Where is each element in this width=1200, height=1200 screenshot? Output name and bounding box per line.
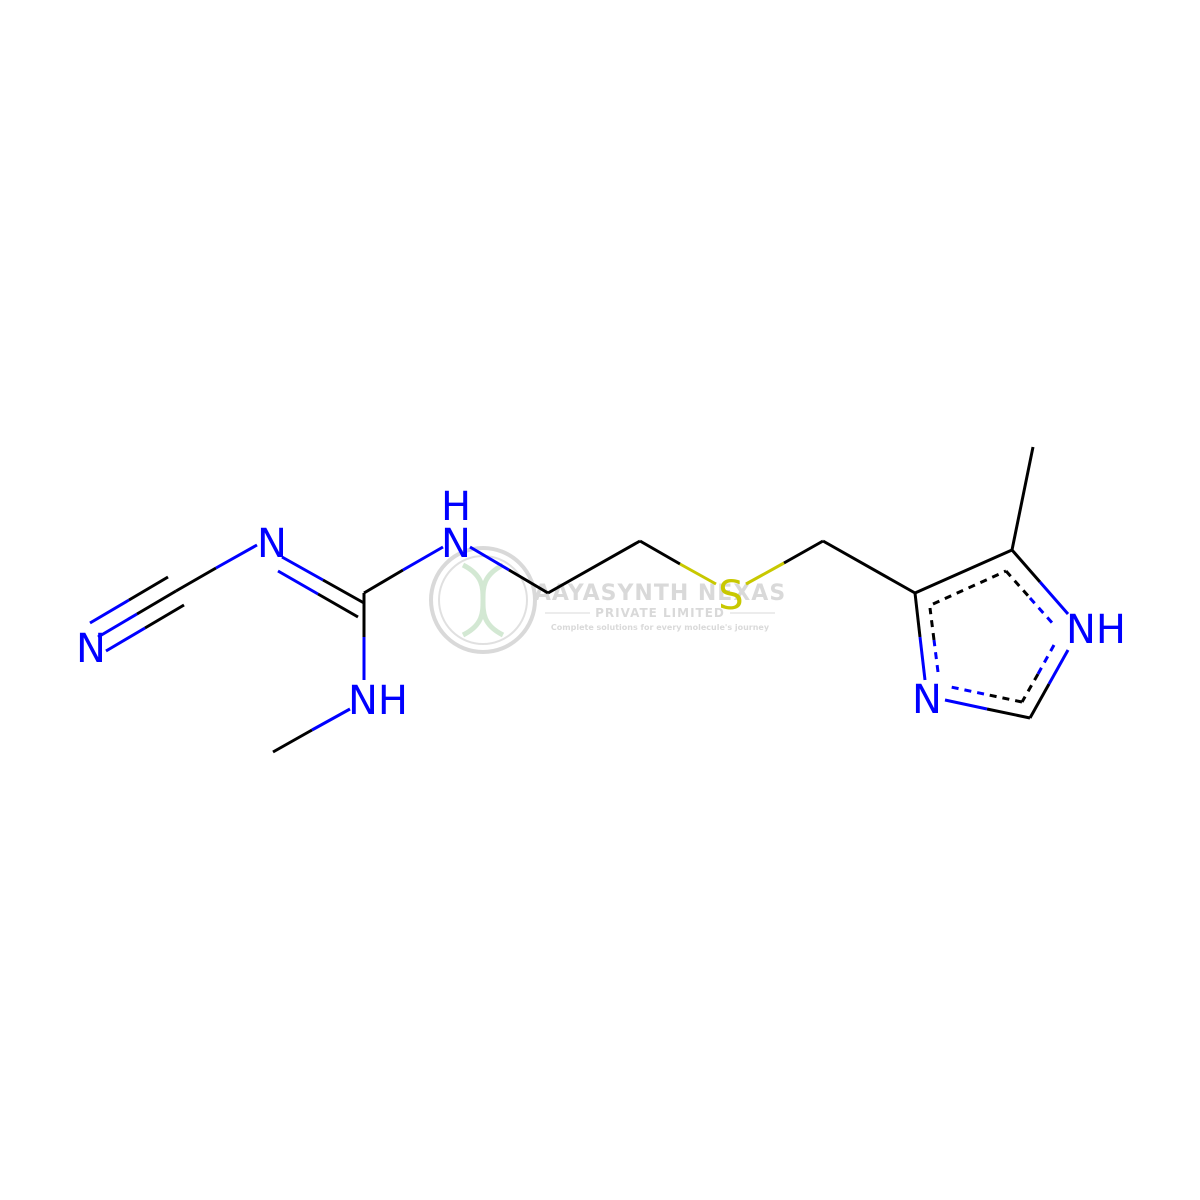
amine-top-h-label: H bbox=[441, 484, 471, 530]
ring-nh-label: NH bbox=[1066, 607, 1126, 653]
sulfur-label: S bbox=[718, 573, 743, 619]
dna-helix-icon bbox=[461, 562, 505, 638]
bond-ethyl-chain bbox=[547, 539, 641, 595]
bond-ch2-sulfur bbox=[639, 539, 717, 586]
bond-imine-double bbox=[277, 555, 365, 619]
nitrile-nitrogen-label: N bbox=[76, 626, 106, 672]
atom-labels: N N H N NH S NH N bbox=[76, 484, 1126, 724]
watermark-tagline: Complete solutions for every molecule's … bbox=[551, 623, 770, 632]
bond-ring-methyl bbox=[1010, 446, 1035, 551]
amine-bottom-nh-label: NH bbox=[348, 678, 408, 724]
ring-nitrogen-label: N bbox=[912, 677, 942, 723]
bond-ring-c5-nh bbox=[1010, 549, 1070, 615]
watermark-subtitle: PRIVATE LIMITED bbox=[595, 606, 725, 620]
bond-ring-nh-c2 bbox=[1028, 649, 1070, 719]
watermark: AAYASYNTH NEXAS PRIVATE LIMITED Complete… bbox=[429, 546, 786, 654]
bond-nh-ethyl bbox=[469, 545, 549, 595]
bond-ring-n-c4 bbox=[913, 592, 927, 681]
bond-sulfur-ch2 bbox=[745, 539, 824, 586]
bond-nh-methyl bbox=[272, 707, 351, 754]
bond-cyano-c-imine-n bbox=[175, 543, 258, 593]
imine-nitrogen-label: N bbox=[257, 521, 287, 567]
watermark-title: AAYASYNTH NEXAS bbox=[534, 581, 786, 606]
bond-ch2-ring bbox=[822, 539, 916, 595]
bonds bbox=[89, 446, 1070, 754]
watermark-logo-circle bbox=[429, 546, 537, 654]
bond-guanidine-nh-top bbox=[363, 545, 444, 595]
bond-ring-c2-n bbox=[944, 698, 1031, 720]
aromatic-ring-dashes bbox=[928, 569, 1056, 704]
amine-top-nitrogen-label: N bbox=[441, 521, 471, 567]
bond-ring-c4-c5 bbox=[914, 548, 1013, 595]
nitrile-triple-bond bbox=[89, 575, 185, 653]
